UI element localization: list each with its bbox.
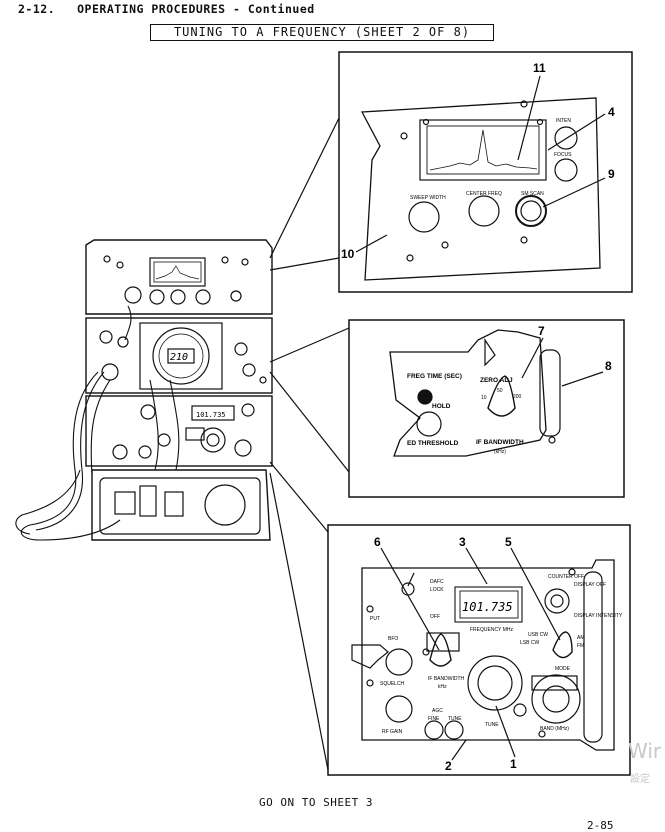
callout-8: 8 xyxy=(605,359,612,373)
label-am: AM xyxy=(577,635,585,641)
sheet-title: TUNING TO A FREQUENCY (SHEET 2 OF 8) xyxy=(150,24,494,41)
label-bfo: BFO xyxy=(388,636,398,642)
section-header: 2-12. OPERATING PROCEDURES - Continued xyxy=(18,2,315,16)
label-off: OFF xyxy=(430,614,440,620)
label-display-intensity: DISPLAY INTENSITY xyxy=(574,613,623,619)
equipment-dial-digits: 210 xyxy=(170,352,188,363)
label-inten: INTEN xyxy=(556,118,571,124)
label-fm: FM xyxy=(577,643,584,649)
label-zero-adj: ZERO ADJ xyxy=(480,377,513,384)
detail-box-middle xyxy=(348,319,625,498)
label-lsb-cw: LSB CW xyxy=(520,640,539,646)
label-display-off: DISPLAY OFF xyxy=(574,582,606,588)
detail-box-bottom xyxy=(327,524,631,776)
label-usb-cw: USB CW xyxy=(528,632,548,638)
callout-3: 3 xyxy=(459,535,466,549)
label-hold: HOLD xyxy=(432,403,451,410)
label-sm-scan: SM SCAN xyxy=(521,191,544,197)
dial-10: 10 xyxy=(481,395,487,401)
dial-50: 50 xyxy=(497,388,503,394)
callout-6: 6 xyxy=(374,535,381,549)
label-band-mhz: BAND (MHz) xyxy=(540,726,569,732)
label-mode: MODE xyxy=(555,666,571,672)
callout-7: 7 xyxy=(538,324,545,338)
label-sweep-width: SWEEP WIDTH xyxy=(410,195,446,201)
label-center-freq: CENTER FREQ xyxy=(466,191,502,197)
callout-11: 11 xyxy=(533,61,546,75)
label-freg-time: FREG TIME (SEC) xyxy=(407,373,462,380)
label-focus: FOCUS xyxy=(554,152,572,158)
label-rf-gain: RF GAIN xyxy=(382,729,403,735)
page-number: 2-85 xyxy=(587,819,614,832)
label-if-bandwidth-bottom: IF BANDWIDTH xyxy=(428,676,464,682)
callout-10: 10 xyxy=(341,247,355,261)
section-title: OPERATING PROCEDURES - Continued xyxy=(77,2,315,16)
callout-1: 1 xyxy=(510,757,517,771)
label-khz-bottom: kHz xyxy=(438,684,447,690)
equipment-small-display: 101.735 xyxy=(196,411,226,419)
leader-line xyxy=(269,472,329,771)
label-dafc: DAFC xyxy=(430,579,444,585)
label-put: PUT xyxy=(370,616,380,622)
watermark-line1: Wir xyxy=(628,739,662,763)
footer-next-sheet: GO ON TO SHEET 3 xyxy=(259,796,373,809)
label-if-bandwidth: IF BANDWIDTH xyxy=(476,439,524,446)
leader-line xyxy=(269,117,340,259)
label-squelch: SQUELCH xyxy=(380,681,405,687)
label-tune-small: TUNE xyxy=(448,716,462,722)
label-lock: LOCK xyxy=(430,587,444,593)
leader-line xyxy=(269,371,350,473)
callout-2: 2 xyxy=(445,759,452,773)
label-fine: FINE xyxy=(428,716,440,722)
callout-4: 4 xyxy=(608,105,615,119)
frequency-display: 101.735 xyxy=(462,600,513,614)
callout-9: 9 xyxy=(608,167,615,181)
callout-5: 5 xyxy=(505,535,512,549)
leader-line xyxy=(269,461,329,533)
label-agc: AGC xyxy=(432,708,443,714)
leader-line xyxy=(269,327,350,363)
label-tune-main: TUNE xyxy=(485,722,499,728)
label-khz: (kHz) xyxy=(494,449,506,455)
detail-box-top xyxy=(338,51,633,293)
section-number: 2-12. xyxy=(18,2,56,16)
dial-200: 200 xyxy=(513,394,522,400)
watermark-line2: 設定 xyxy=(630,774,650,785)
label-threshold: ED THRESHOLD xyxy=(407,440,459,447)
leader-line xyxy=(269,257,340,271)
label-counter-off: COUNTER OFF xyxy=(548,574,584,580)
label-frequency-mhz: FREQUENCY MHz xyxy=(470,627,513,633)
